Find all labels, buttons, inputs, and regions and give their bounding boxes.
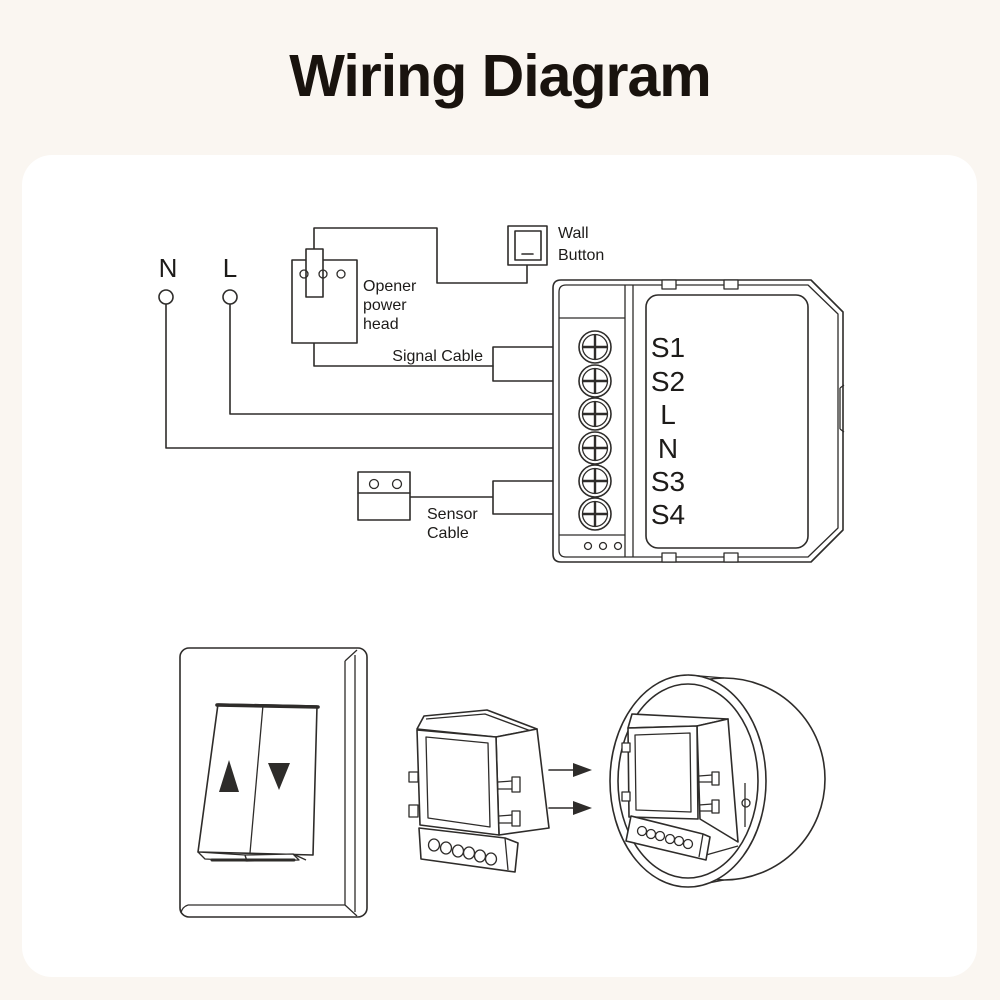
opener-plug <box>305 248 324 298</box>
opener-contact-3 <box>336 269 346 279</box>
wall-button-label-line2: Button <box>558 247 604 264</box>
module-dot-1 <box>583 541 593 551</box>
wall-switch <box>179 647 368 918</box>
sensor-cable-label-line2: Cable <box>427 525 469 542</box>
opener-box <box>291 259 358 344</box>
module3d-top-chamfer <box>425 713 532 732</box>
module3d-screw-1 <box>427 838 441 852</box>
screw-terminals <box>578 330 612 531</box>
rocker-divider <box>249 704 264 854</box>
opener-power-head: Opener power head <box>291 248 417 344</box>
module3d-left-notch-1 <box>408 771 419 783</box>
rocker-button <box>197 703 318 856</box>
terminal-label-n: N <box>658 433 678 464</box>
module3d-clip-stem-1 <box>497 780 513 790</box>
wall-button-key <box>514 230 542 261</box>
module3d-screw-6 <box>484 852 498 866</box>
module3d-left-notch-2 <box>408 804 419 818</box>
terminal-label-s3: S3 <box>651 466 685 497</box>
module3d-screw-2 <box>439 841 453 855</box>
terminal-label-s2: S2 <box>651 366 685 397</box>
opener-contact-2 <box>318 269 328 279</box>
opener-label-line3: head <box>363 316 399 333</box>
switch-frame-bevel <box>180 649 358 917</box>
module3d-terminal-strip <box>418 827 519 873</box>
right-arrow-icon-2 <box>573 801 592 815</box>
opener-label-line1: Opener <box>363 278 417 295</box>
boxmodule-screw-5 <box>673 835 685 847</box>
screw-terminal-n <box>578 431 612 465</box>
junction-box-mount-hole <box>741 798 751 808</box>
boxmodule-left-notch-1 <box>621 742 631 753</box>
relay-module: S1 S2 L N S3 S4 <box>552 279 845 563</box>
screw-terminal-s3 <box>578 464 612 498</box>
live-wire <box>229 303 580 415</box>
sensor-box <box>357 471 411 521</box>
rocker-corner-line <box>292 853 307 861</box>
boxmodule-screw-3 <box>654 830 666 842</box>
wiring-diagram-svg: N L Opener power head Wall Button Signal… <box>158 225 845 918</box>
junction-box <box>609 674 826 888</box>
boxmodule-clip-2 <box>711 799 720 814</box>
wall-button-label-line1: Wall <box>558 225 589 242</box>
module3d-clip-1 <box>511 776 521 793</box>
module-side-notch <box>839 384 845 433</box>
down-arrow-icon <box>268 763 290 790</box>
module-tab-bottom-1 <box>661 552 677 563</box>
boxmodule-front-screen <box>634 732 692 813</box>
boxmodule-strip-cap <box>698 833 704 858</box>
opener-label-line2: power <box>363 297 407 314</box>
module-dot-2 <box>598 541 608 551</box>
terminal-column-lines <box>559 317 625 536</box>
opener-contact-1 <box>299 269 309 279</box>
diagram-card: N L Opener power head Wall Button Signal… <box>22 155 977 977</box>
sensor-cable-bracket <box>409 480 580 515</box>
wall-button-wire <box>313 227 528 284</box>
module-dot-3 <box>613 541 623 551</box>
wall-button: Wall Button <box>507 225 604 266</box>
boxmodule-clip-stem-2 <box>698 803 713 812</box>
module3d-front-screen <box>425 736 491 828</box>
module3d-strip-cap <box>504 837 509 871</box>
right-arrow-icon-1 <box>573 763 592 777</box>
terminal-label-s4: S4 <box>651 499 685 530</box>
boxmodule-screw-1 <box>636 825 648 837</box>
screw-terminal-s1 <box>578 330 612 364</box>
neutral-label: N <box>159 253 178 283</box>
power-terminals: N L <box>158 253 238 305</box>
boxmodule-screw-6 <box>682 838 694 850</box>
live-label: L <box>223 253 237 283</box>
boxmodule-clip-1 <box>711 771 720 786</box>
terminal-labels: S1 S2 L N S3 S4 <box>651 332 685 530</box>
screw-terminal-s2 <box>578 364 612 398</box>
module-tab-top-2 <box>723 279 739 290</box>
terminal-label-l: L <box>660 399 676 430</box>
module-tab-bottom-2 <box>723 552 739 563</box>
module-divider <box>624 285 634 557</box>
rocker-top-edge <box>215 703 320 709</box>
neutral-wire <box>165 303 580 449</box>
page-title: Wiring Diagram <box>289 43 711 109</box>
module-in-box <box>621 713 739 861</box>
module-label-panel <box>645 294 809 549</box>
screw-terminal-l <box>578 397 612 431</box>
signal-cable-label: Signal Cable <box>392 348 483 365</box>
module3d-clip-stem-2 <box>498 814 513 824</box>
up-arrow-icon <box>219 760 239 792</box>
relay-module-3d <box>408 709 550 873</box>
junction-box-floor-line <box>705 845 739 856</box>
sensor-connector: Sensor Cable <box>357 471 478 542</box>
live-terminal-circle <box>222 289 238 305</box>
terminal-label-s1: S1 <box>651 332 685 363</box>
install-arrows <box>548 763 592 815</box>
module-tab-top-1 <box>661 279 677 290</box>
sensor-cable-label-line1: Sensor <box>427 506 478 523</box>
neutral-terminal-circle <box>158 289 174 305</box>
boxmodule-clip-stem-1 <box>698 774 713 783</box>
screw-terminal-s4 <box>578 497 612 531</box>
sensor-contact-2 <box>391 478 403 490</box>
sensor-contact-1 <box>368 478 380 490</box>
boxmodule-left-notch-2 <box>621 791 631 802</box>
module3d-clip-2 <box>511 810 521 827</box>
